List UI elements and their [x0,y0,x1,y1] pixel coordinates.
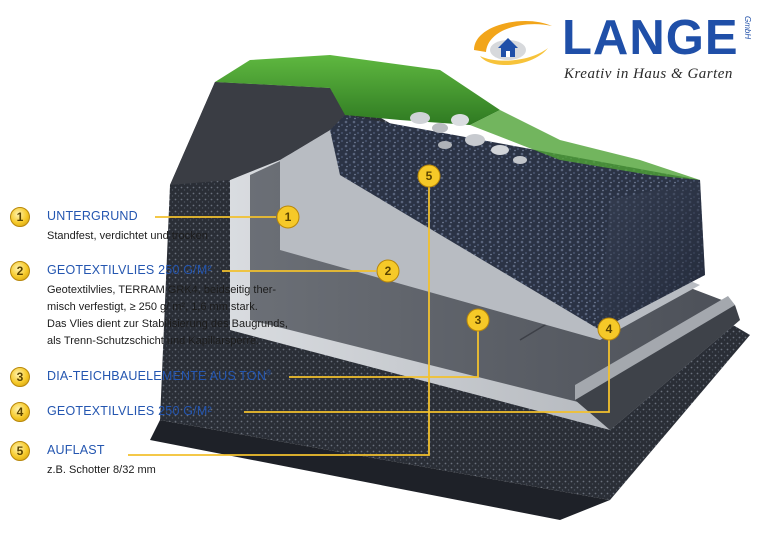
legend-desc-2: Geotextilvlies, TERRAM GRK4, beidseitig … [47,282,288,350]
legend-badge-3: 3 [10,367,30,387]
marker-5: 5 [417,164,441,188]
marker-5-label: 5 [426,169,433,183]
legend-title-3-text: DIA-TEICHBAUELEMENTE AUS TON [47,369,267,383]
legend-title-5: AUFLAST [47,443,105,457]
company-logo: LANGE GmbH Kreativ in Haus & Garten [466,10,756,85]
legend-title-2: GEOTEXTILVLIES 250 G/M² [47,263,212,277]
legend-badge-5: 5 [10,441,30,461]
marker-3: 3 [466,308,490,332]
soil-front-face [150,420,610,520]
legend-desc-2-line-4: als Trenn-Schutzschicht und Kapillarsper… [47,335,260,347]
legend-desc-1-line-1: Standfest, verdichtet und trocken [47,230,208,242]
leader-lines [128,186,610,456]
marker-3-label: 3 [475,313,482,327]
marker-2-label: 2 [385,264,392,278]
logo-suffix: GmbH [743,16,752,40]
marker-1: 1 [276,205,300,229]
leader-line-3 [289,331,479,378]
house-swoosh-icon [474,20,552,66]
leader-line-5 [128,186,430,456]
legend-title-4: GEOTEXTILVLIES 250 G/M² [47,404,212,418]
legend-desc-5-line-1: z.B. Schotter 8/32 mm [47,464,156,476]
grass-top [215,55,500,125]
soil-berm [170,82,345,185]
logo-tagline: Kreativ in Haus & Garten [564,66,733,82]
legend-desc-5: z.B. Schotter 8/32 mm [47,462,156,479]
legend-title-1: UNTERGRUND [47,209,138,223]
legend-desc-2-line-3: Das Vlies dient zur Stabilisierung des B… [47,318,288,330]
marker-4-label: 4 [606,322,613,336]
legend-desc-2-line-1: Geotextilvlies, TERRAM GRK4, beidseitig … [47,284,277,296]
legend-badge-1: 1 [10,207,30,227]
legend-badge-4: 4 [10,402,30,422]
registered-mark: ® [266,369,272,377]
legend-title-3: DIA-TEICHBAUELEMENTE AUS TON® [47,369,271,383]
marker-1-label: 1 [285,210,292,224]
legend-desc-2-line-2: misch verfestigt, ≥ 250 g/ m², 1,6 mm st… [47,301,258,313]
marker-4: 4 [597,317,621,341]
logo-brand: LANGE [562,11,739,65]
marker-2: 2 [376,259,400,283]
legend-desc-1: Standfest, verdichtet und trocken [47,228,208,245]
leader-line-4 [244,340,610,413]
legend-badge-2: 2 [10,261,30,281]
